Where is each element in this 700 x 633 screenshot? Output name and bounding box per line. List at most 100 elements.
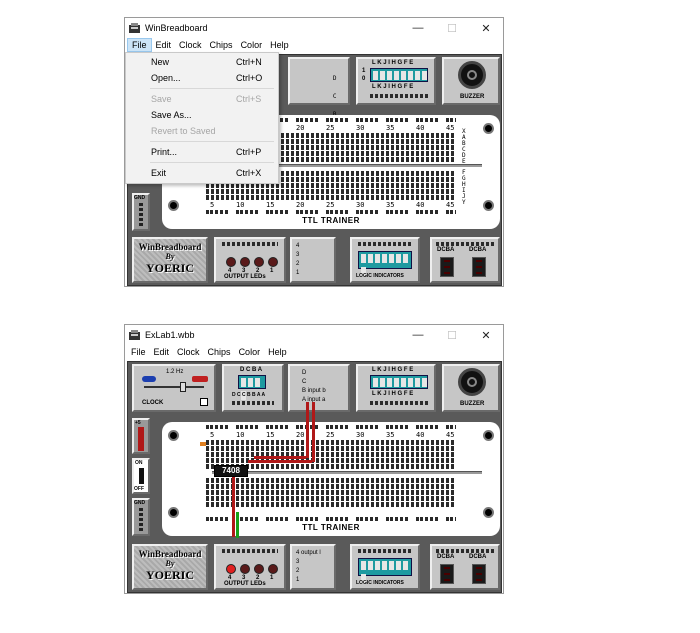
menu-item-print[interactable]: Print... Ctrl+P [126, 145, 278, 160]
power-rail-bottom[interactable] [206, 210, 456, 214]
switch-letters-bottom: L K J I H G F E [372, 84, 414, 90]
app-icon [129, 22, 141, 34]
row-c: C [462, 146, 466, 153]
wire-red[interactable] [306, 402, 309, 458]
led-number: 1 [270, 268, 274, 274]
menu-item-open[interactable]: Open... Ctrl+O [126, 71, 278, 86]
yoeric-logo: WinBreadboard By YOERIC [132, 237, 208, 283]
clock-toggle[interactable] [200, 398, 208, 406]
col-num: 10 [236, 431, 245, 439]
gnd-label: GND [134, 500, 146, 506]
menu-item-revert[interactable]: Revert to Saved [126, 124, 278, 139]
power-switch[interactable]: ON OFF [132, 458, 150, 494]
clock-slider-thumb[interactable] [180, 382, 186, 392]
menu-chips[interactable]: Chips [207, 347, 231, 357]
seven-segment-display [440, 564, 454, 584]
wire-red[interactable] [312, 402, 315, 462]
menu-item-label: Save As... [151, 110, 192, 120]
row-d: D [462, 152, 466, 159]
col-num: 45 [446, 201, 455, 209]
breadboard-title: TTL TRAINER [302, 216, 360, 225]
buzzer-panel: BUZZER [442, 57, 500, 105]
power-rail-top[interactable] [206, 425, 456, 429]
menu-item-label: Open... [151, 73, 181, 83]
col-num: 5 [210, 431, 215, 439]
output-leds-panel: 4 3 2 1 OUTPUT LEDs [214, 237, 286, 283]
minimize-button[interactable]: — [412, 329, 424, 341]
col-num: 35 [386, 201, 395, 209]
file-menu-dropdown: New Ctrl+N Open... Ctrl+O Save Ctrl+S Sa… [125, 52, 279, 184]
wire-red[interactable] [232, 477, 235, 537]
winbreadboard-window: WinBreadboard — ☐ ✕ File Edit Clock Chip… [124, 17, 504, 287]
menu-color[interactable]: Color [240, 40, 263, 50]
menu-help[interactable]: Help [270, 40, 289, 50]
ic-chip-7408[interactable]: 7408 [214, 465, 248, 477]
row-x: X [462, 128, 466, 135]
menu-bar: File Edit Clock Chips Color Help [125, 38, 503, 52]
menu-edit[interactable]: Edit [155, 40, 172, 50]
plus5-terminal[interactable]: +5 [132, 418, 150, 454]
output-led-4 [226, 564, 236, 574]
wire-red[interactable] [254, 456, 306, 459]
menu-file[interactable]: File [131, 347, 146, 357]
menu-clock[interactable]: Clock [177, 347, 200, 357]
maximize-button[interactable]: ☐ [447, 329, 457, 342]
probe-a: A input a [302, 397, 326, 403]
menu-help[interactable]: Help [268, 347, 287, 357]
on-label: ON [135, 460, 143, 466]
menu-item-shortcut: Ctrl+O [236, 73, 263, 83]
logic-indicators-panel: LOGIC INDICATORS [350, 544, 420, 590]
title-bar[interactable]: WinBreadboard — ☐ ✕ [125, 18, 503, 38]
turtle-icon [142, 376, 156, 382]
wire-orange[interactable] [200, 442, 206, 446]
col-num: 20 [296, 124, 305, 132]
menu-chips[interactable]: Chips [209, 40, 233, 50]
col-num: 45 [446, 431, 455, 439]
trainer-board: 1.2 Hz CLOCK D C B A D C C B B A A D C B… [127, 361, 502, 593]
app-icon [129, 329, 141, 341]
plus5-label: +5 [135, 420, 141, 426]
power-rail-top[interactable] [206, 118, 456, 122]
gnd-terminal[interactable]: GND [132, 498, 150, 536]
seven-segment-panel: DCBA DCBA [430, 544, 500, 590]
minimize-button[interactable]: — [412, 22, 424, 34]
breadboard[interactable]: 5 10 15 20 25 30 35 40 45 7408 TTL TRAIN… [162, 402, 500, 538]
output-led-3 [240, 257, 250, 267]
dcba-dip-switches[interactable] [238, 375, 266, 400]
power-rail-bottom[interactable] [206, 517, 456, 521]
menu-separator [150, 88, 274, 89]
dip-switches[interactable] [370, 68, 428, 82]
clock-slider-track[interactable] [144, 386, 204, 388]
maximize-button[interactable]: ☐ [447, 22, 457, 35]
col-num: 35 [386, 431, 395, 439]
menu-edit[interactable]: Edit [153, 347, 170, 357]
output-led-2 [254, 257, 264, 267]
screw-icon [483, 123, 494, 134]
wire-red[interactable] [248, 460, 312, 463]
switch-row-1: 1 [362, 68, 366, 74]
breadboard-title: TTL TRAINER [302, 523, 360, 532]
menu-item-new[interactable]: New Ctrl+N [126, 55, 278, 70]
menu-item-exit[interactable]: Exit Ctrl+X [126, 166, 278, 181]
col-num: 20 [296, 201, 305, 209]
menu-item-save-as[interactable]: Save As... [126, 108, 278, 123]
dip-switches[interactable] [370, 375, 428, 389]
menu-item-save[interactable]: Save Ctrl+S [126, 92, 278, 107]
close-button[interactable]: ✕ [481, 329, 491, 342]
col-num: 30 [356, 201, 365, 209]
data-switches-panel: L K J I H G F E L K J I H G F E [356, 364, 436, 412]
switch-number: 3 [296, 252, 300, 258]
title-bar[interactable]: ExLab1.wbb — ☐ ✕ [125, 325, 503, 345]
menu-color[interactable]: Color [238, 347, 261, 357]
gnd-terminal[interactable]: GND [132, 193, 150, 231]
menu-item-label: Print... [151, 147, 178, 157]
output-leds-panel: 4 3 2 1 OUTPUT LEDs [214, 544, 286, 590]
close-button[interactable]: ✕ [481, 22, 491, 35]
wire-green[interactable] [236, 512, 239, 538]
menu-clock[interactable]: Clock [179, 40, 202, 50]
row-h: H [462, 181, 466, 188]
switch-letters: L K J I H G F E [372, 367, 414, 373]
switch-row-0: 0 [362, 76, 366, 82]
trainer-board: D C B A L K J I H G F E 1 0 L K J I H G … [127, 54, 502, 286]
menu-file[interactable]: File [127, 38, 152, 52]
